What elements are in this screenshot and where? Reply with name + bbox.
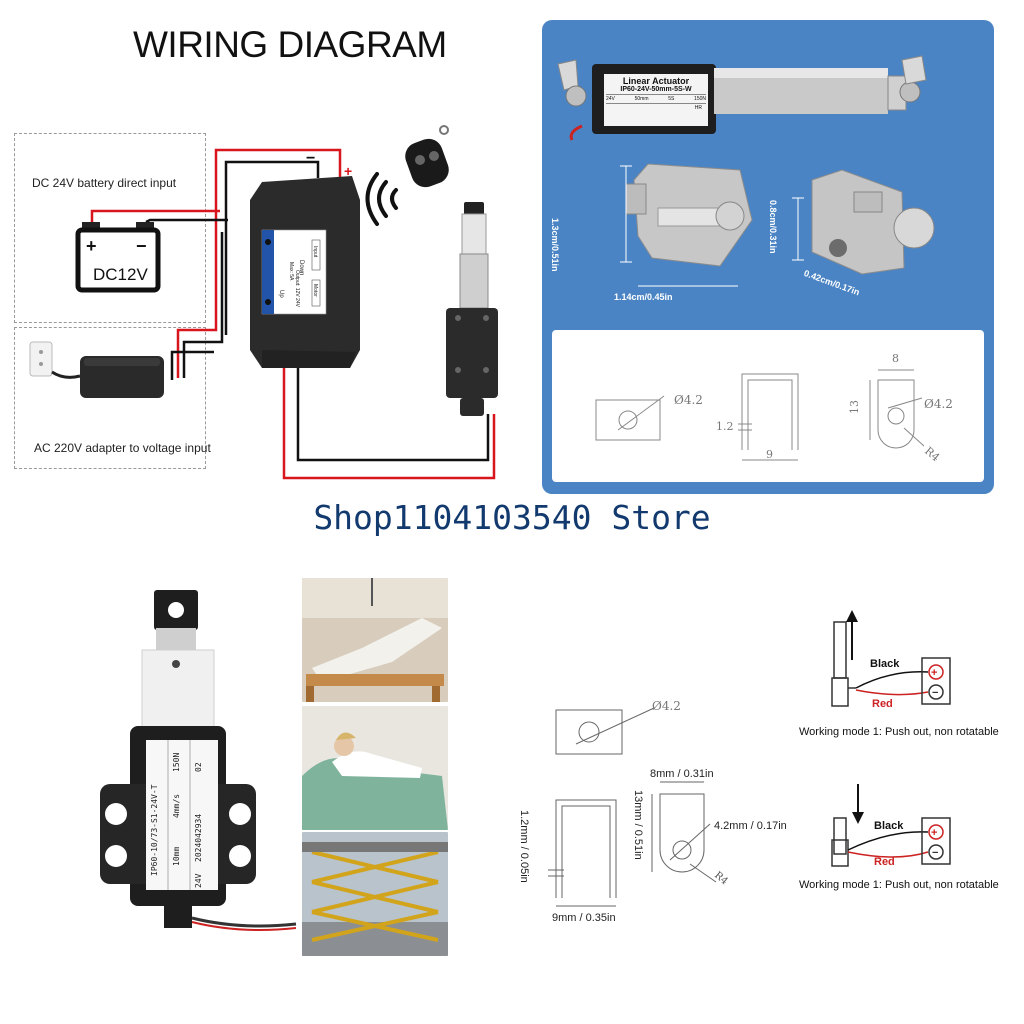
battery-minus-sign: −	[136, 236, 147, 256]
drawing-hole-label: Ø4.2	[674, 393, 703, 407]
mode1-plus: +	[931, 667, 937, 679]
battery-plus-sign: +	[86, 236, 97, 256]
battery-badge: DC12V	[93, 265, 148, 284]
spec-label-line-5: 4mm/s	[172, 793, 181, 818]
linear-actuator-icon	[446, 202, 498, 416]
drawing-top-label: 8	[892, 352, 899, 365]
adapter-section-box	[14, 327, 206, 469]
working-mode-diagrams: + − + −	[831, 610, 951, 867]
remote-control-icon	[405, 125, 449, 188]
controller-text-max: Max: 5A	[288, 262, 294, 281]
mode2-caption: Working mode 1: Push out, non rotatable	[799, 879, 999, 891]
application-photo-scissor-lift	[302, 832, 448, 956]
spec-label-line-1: IP60-10/73-S1-24V-T	[150, 784, 159, 876]
bottom-width-label: 9mm / 0.35in	[552, 912, 616, 924]
application-photo-recliner	[302, 706, 448, 830]
dim-height-right: 0.8cm/0.31in	[768, 200, 778, 254]
adapter-label: AC 220V adapter to voltage input	[34, 441, 211, 455]
drawing-thickness-label: 1.2	[716, 420, 734, 433]
actuator-photo-top	[557, 55, 935, 287]
technical-drawing-bottom: Ø4.2 R4	[548, 699, 730, 907]
mode2-red-label: Red	[874, 856, 895, 868]
label-cell: 5S	[668, 96, 675, 102]
spec-label-line-2: 150N	[172, 752, 181, 772]
battery-label: DC 24V battery direct input	[32, 176, 177, 190]
store-name: Shop1104103540 Store	[313, 498, 711, 537]
bottom-radius-label: R4	[712, 870, 730, 887]
spec-label-line-6: 24V	[194, 873, 203, 888]
spec-label-line-3: 02	[194, 762, 203, 772]
bottom-top-width-label: 8mm / 0.31in	[650, 768, 714, 780]
ac-adapter-icon	[29, 341, 164, 398]
technical-drawing-box	[552, 330, 984, 482]
controller-text-up: Up	[278, 290, 284, 298]
wiring-diagram-title: WIRING DIAGRAM	[133, 24, 447, 65]
label-cell: 150N	[694, 96, 706, 102]
controller-text-input: Input	[312, 246, 318, 258]
controller-text-motor: Motor	[312, 284, 318, 297]
mode1-caption: Working mode 1: Push out, non rotatable	[799, 726, 999, 738]
actuator-label-card: Linear Actuator IP60-24V-50mm-5S-W 24V 5…	[604, 74, 708, 126]
bracket-photo-left	[625, 163, 753, 267]
bottom-hole-mm-label: 4.2mm / 0.17in	[714, 820, 787, 832]
terminal-minus: −	[306, 150, 315, 167]
drawing-height-label: 13	[848, 400, 861, 414]
spec-label-line-4: 10mm	[172, 846, 181, 866]
controller-text-down: Down	[298, 260, 304, 275]
mode-2-diagram: + −	[831, 784, 951, 867]
wiring-diagram: + − DC12V Down Input Up Motor Max: 5A Ou…	[29, 125, 498, 480]
battery-icon: + − DC12V	[75, 222, 161, 293]
battery-section-box	[14, 133, 206, 323]
controller-box	[250, 176, 360, 368]
bottom-height-label: 13mm / 0.51in	[632, 790, 644, 860]
mode2-minus: −	[932, 847, 938, 859]
dim-height-left: 1.3cm/0.51in	[550, 218, 560, 272]
bottom-hole-label: Ø4.2	[652, 699, 681, 713]
drawing-radius-label: R4	[922, 444, 942, 464]
technical-drawing-top: Ø4.2 1.2 9 8 13 Ø4.2 R4	[595, 352, 953, 464]
actuator-label-small: HR	[694, 105, 702, 111]
bracket-photo-right	[811, 169, 935, 275]
actuator-label-title: Linear Actuator	[622, 76, 690, 86]
mode1-minus: −	[932, 687, 938, 699]
mode1-black-label: Black	[870, 658, 900, 670]
controller-text-output: Output: 12V 24V	[294, 270, 300, 308]
spec-label-line-7: 2024042934	[194, 813, 203, 862]
actuator-label-cells: 24V 50mm 5S 150N	[606, 94, 706, 104]
label-cell: 50mm	[634, 96, 649, 102]
application-photo-bed	[302, 578, 448, 702]
terminal-plus: +	[344, 163, 352, 179]
actuator-spec-label	[146, 590, 218, 740]
mode2-plus: +	[931, 827, 937, 839]
dim-width-left: 1.14cm/0.45in	[614, 292, 673, 302]
label-cell: 24V	[606, 96, 615, 102]
drawing-hole2-label: Ø4.2	[924, 397, 953, 411]
mode1-red-label: Red	[872, 698, 893, 710]
mode-1-diagram: + −	[831, 610, 951, 707]
drawing-width-label: 9	[766, 448, 773, 461]
mode2-black-label: Black	[874, 820, 904, 832]
wireless-signal-icon	[365, 172, 398, 226]
actuator-product-photo	[100, 590, 297, 931]
bottom-thickness-label: 1.2mm / 0.05in	[518, 810, 530, 883]
wires	[90, 148, 496, 480]
actuator-label-spec: IP60-24V-50mm-5S-W	[620, 86, 692, 93]
